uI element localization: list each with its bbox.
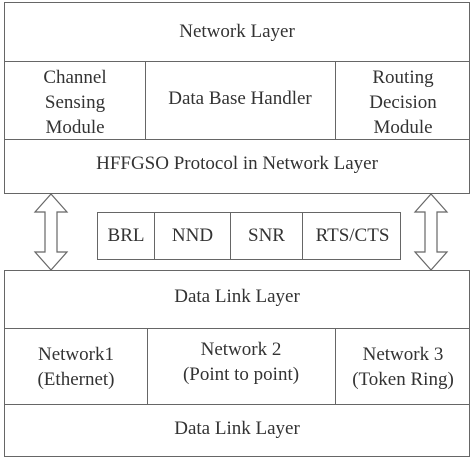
divider [5,139,469,140]
nnd-cell: NND [154,213,230,259]
parameter-row: BRL NND SNR RTS/CTS [97,212,401,260]
divider [147,328,148,404]
network1-ethernet: Network1 (Ethernet) [37,344,115,390]
data-link-layer-stack: Data Link Layer Network1 (Ethernet) Netw… [4,270,470,457]
divider [145,61,146,139]
rts-cts-cell: RTS/CTS [302,213,402,259]
divider [335,61,336,139]
divider [5,404,469,405]
divider [5,328,469,329]
left-double-arrow [33,193,69,271]
network-layer-stack: Network Layer Channel Sensing Module Dat… [4,2,470,194]
data-link-layer-bottom-title: Data Link Layer [174,418,300,439]
routing-decision-module: Routing Decision Module [369,67,437,138]
hffgso-protocol-label: HFFGSO Protocol in Network Layer [96,153,378,174]
network2-point-to-point: Network 2 (Point to point) [182,339,300,385]
network3-token-ring: Network 3 (Token Ring) [352,344,454,390]
snr-cell: SNR [230,213,302,259]
right-double-arrow [413,193,449,271]
divider [5,61,469,62]
channel-sensing-module: Channel Sensing Module [43,67,107,138]
brl-cell: BRL [107,225,145,246]
divider [335,328,336,404]
network-layer-title: Network Layer [179,21,295,42]
data-link-layer-title: Data Link Layer [174,286,300,307]
data-base-handler: Data Base Handler [168,88,312,109]
